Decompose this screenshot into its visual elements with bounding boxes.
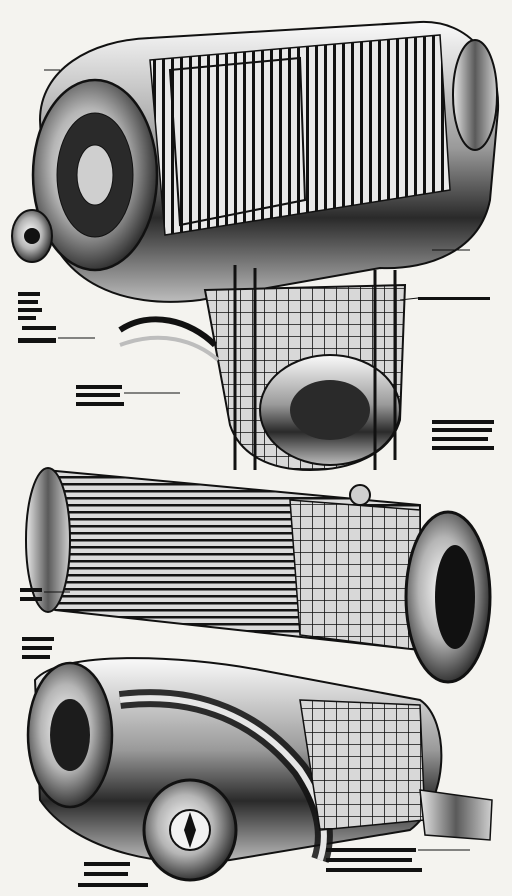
callout-label-left-2 <box>18 326 56 343</box>
callout-label-left-3 <box>76 385 124 406</box>
callout-label-right-2 <box>418 297 490 300</box>
callout-label-bottom-left <box>78 862 148 887</box>
callout-label-left-5 <box>22 637 54 659</box>
callout-label-right-1 <box>432 420 494 450</box>
callout-label-left-1 <box>18 292 42 320</box>
callout-label-bottom-right <box>326 848 422 872</box>
lower-manifold-assembly <box>26 657 493 882</box>
callout-label-left-4 <box>20 588 42 601</box>
upper-engine-assembly <box>11 20 500 303</box>
leader-lines <box>44 69 470 851</box>
middle-cylinder-assembly <box>25 467 492 684</box>
callout-labels <box>18 292 494 887</box>
central-piping-column <box>118 265 407 472</box>
